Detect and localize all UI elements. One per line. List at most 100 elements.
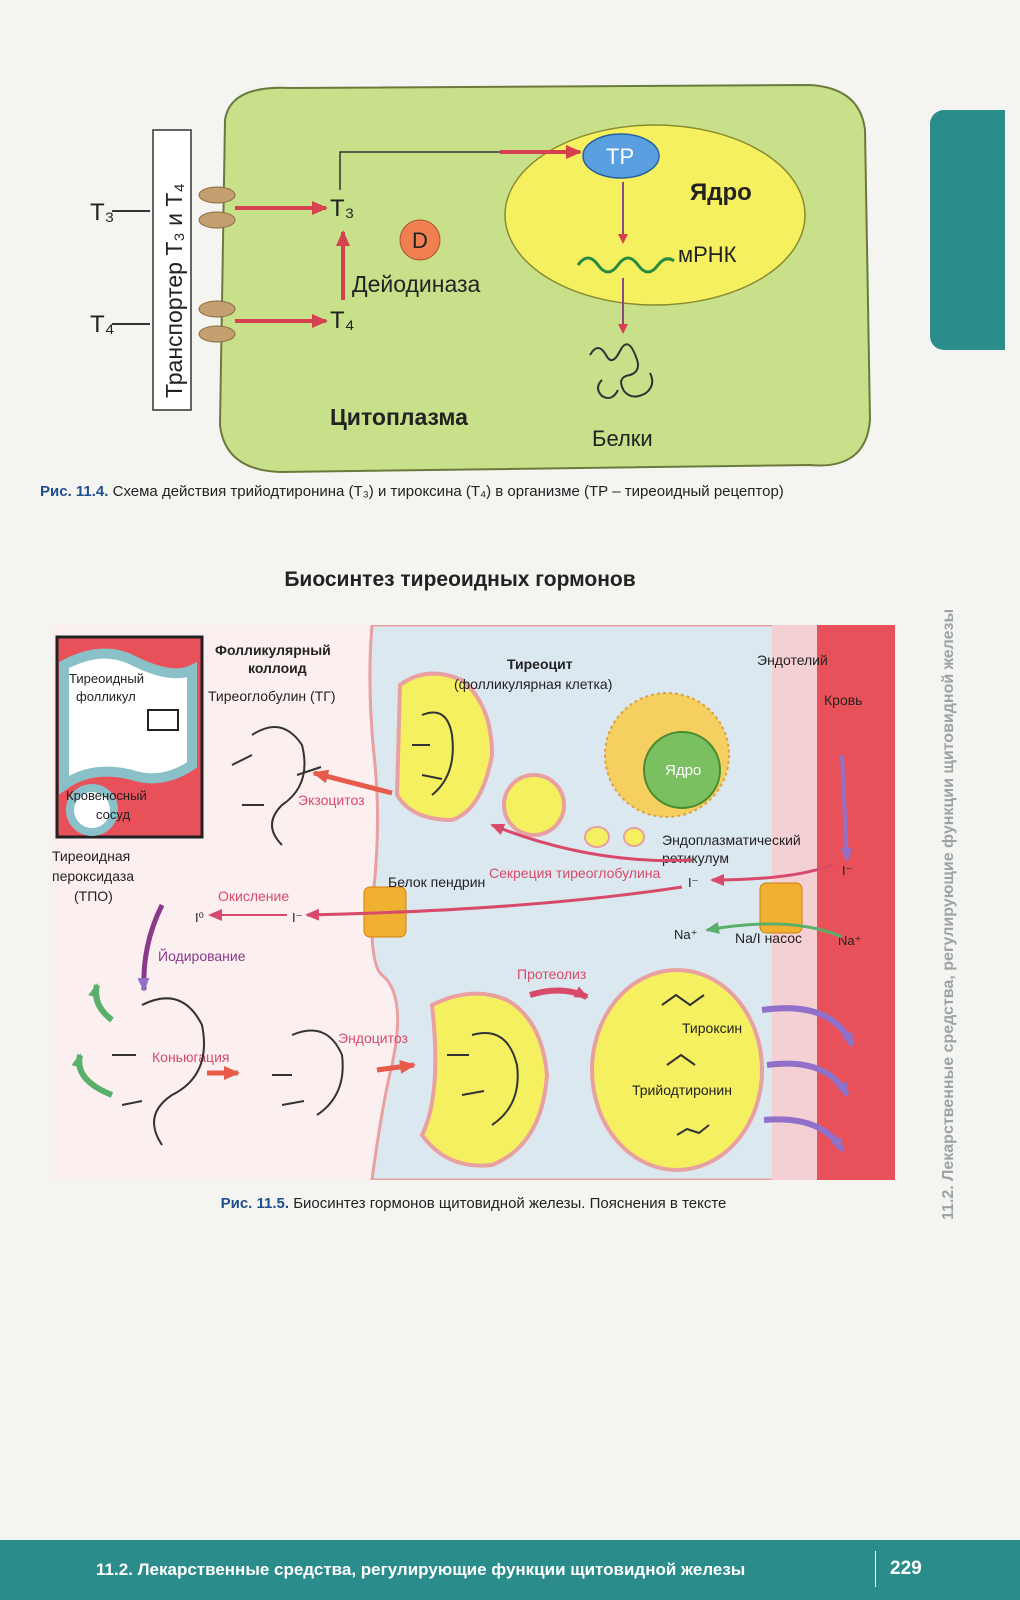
arrow-exocytosis (312, 769, 393, 796)
triiodothyronine-label: Трийодтиронин (632, 1082, 732, 1098)
transporter-t3-bottom (198, 211, 236, 229)
thyrocyte-nucleus-label: Ядро (665, 762, 701, 779)
na-i-pump (759, 882, 803, 934)
caption-11-4: Рис. 11.4. Схема действия трийодтиронина… (40, 483, 784, 500)
footer-separator (875, 1551, 876, 1587)
exocytosis-vesicle (394, 671, 495, 823)
arrow-tg-secretion (490, 823, 693, 863)
cell-body (218, 83, 872, 474)
colloid-label-1: Фолликулярный (215, 642, 331, 658)
tg-molecule-colloid (231, 726, 322, 846)
tg-molecule-conjugated (272, 1029, 344, 1116)
i-minus-cell-label: I⁻ (688, 875, 698, 890)
arrow-iodination (137, 903, 165, 992)
deiodinase-circle (399, 219, 441, 261)
na-out-label: Na⁺ (674, 927, 697, 942)
inset-follicle-label-2: фолликул (76, 689, 136, 704)
i-minus-colloid-label: I⁻ (292, 910, 302, 925)
small-vesicle (502, 773, 566, 837)
arrow-hormone-release-2 (766, 1060, 850, 1097)
na-in-label: Na⁺ (838, 933, 861, 948)
thyroglobulin-label: Тиреоглобулин (ТГ) (208, 688, 336, 704)
t4-inside-label: T₄ (330, 307, 354, 334)
side-running-title: 11.2. Лекарственные средства, регулирующ… (940, 608, 957, 1220)
iodination-label: Йодирование (158, 947, 246, 964)
exocytosis-label: Экзоцитоз (298, 792, 365, 808)
transporter-t4-top (198, 300, 236, 318)
figure-11-4: Транспортер T₃ и T₄ T₃ T₄ T₃ T₄ D Дейоди… (90, 83, 872, 474)
arrow-iodide-entry (710, 863, 833, 886)
arrow-hormone-release-3 (763, 1116, 845, 1152)
hormone-molecules (661, 993, 710, 1136)
arrow-na-out (705, 922, 843, 939)
blood-vessel (817, 625, 895, 1180)
t4-outside-label: T₄ (90, 311, 114, 338)
cytoplasm-label: Цитоплазма (330, 404, 468, 430)
t3-outside-label: T₃ (90, 199, 114, 226)
arrow-blood-iodide (840, 754, 853, 862)
mrna-label: мРНК (678, 242, 737, 267)
t3-inside-label: T₃ (330, 195, 354, 222)
transporter-label: Транспортер T₃ и T₄ (161, 183, 187, 398)
arrow-hormone-release-1 (761, 1005, 855, 1047)
mrna-strand (576, 256, 675, 274)
inset-vessel-label-1: Кровеносный (66, 788, 147, 803)
transporter-t3-top (198, 186, 236, 204)
nucleus (504, 124, 806, 306)
colloid-label-2: коллоид (248, 660, 307, 676)
conjugation-label: Коньюгация (152, 1049, 229, 1065)
tr-label: ТР (606, 144, 634, 169)
inset-follicle-label-1: Тиреоидный (69, 671, 144, 686)
caption-11-4-label: Рис. 11.4. (40, 483, 109, 500)
oxidation-label: Окисление (218, 888, 289, 904)
i0-label: I⁰ (195, 910, 204, 925)
er-label-1: Эндоплазматический (662, 832, 801, 848)
caption-11-5: Рис. 11.5. Биосинтез гормонов щитовидной… (52, 1195, 895, 1212)
endothelium-label: Эндотелий (757, 652, 828, 668)
tr-receptor (582, 133, 660, 179)
follicular-cell-label: (фолликулярная клетка) (454, 676, 612, 692)
tpo-label-1: Тиреоидная (52, 848, 130, 864)
arrow-green-1 (88, 983, 114, 1023)
page-number: 229 (890, 1558, 922, 1579)
d-symbol: D (412, 228, 428, 253)
nucleus-label: Ядро (690, 179, 752, 206)
footer-bar (0, 1540, 1020, 1600)
inset-zoom-box (147, 709, 179, 731)
tg-molecule-vesicle (412, 711, 454, 796)
i-minus-blood-label: I⁻ (842, 863, 852, 878)
deiodinase-label: Дейодиназа (352, 271, 481, 297)
thyrocyte-label: Тиреоцит (507, 656, 573, 672)
chapter-tab (930, 110, 1005, 350)
arrow-iodide-pendrin (305, 885, 683, 921)
figure-11-5: Ядро Тиреоидный фолликул Кровеносный сос… (52, 625, 895, 1180)
inset-vessel-label-2: сосуд (96, 807, 130, 822)
endocytosis-vesicle (419, 991, 550, 1168)
thyroxine-label: Тироксин (682, 1020, 742, 1036)
blood-label: Кровь (824, 692, 862, 708)
tg-secretion-label: Секреция тиреоглобулина (489, 865, 661, 881)
tg-molecule-endocytosed (447, 1032, 519, 1126)
caption-11-5-label: Рис. 11.5. (220, 1195, 290, 1212)
tg-molecule-iodinated (112, 997, 205, 1146)
er-vesicle-1 (584, 826, 610, 848)
arrow-proteolysis (529, 986, 589, 1000)
na-pump-label: Na/I насос (735, 930, 802, 946)
section-title: Биосинтез тиреоидных гормонов (284, 568, 636, 591)
arrow-green-2 (71, 1053, 114, 1098)
er-label-2: ретикулум (662, 850, 729, 866)
transporter-t4-bottom (198, 325, 236, 343)
proteolysis-vesicle (590, 968, 764, 1172)
caption-11-5-text: Биосинтез гормонов щитовидной железы. По… (293, 1195, 727, 1212)
tpo-label-2: пероксидаза (52, 868, 134, 884)
transporter-box (152, 129, 192, 411)
endocytosis-label: Эндоцитоз (338, 1030, 408, 1046)
thyrocyte-nucleus (643, 731, 721, 809)
proteolysis-label: Протеолиз (517, 966, 586, 982)
pendrin-label: Белок пендрин (388, 874, 485, 890)
proteins-label: Белки (592, 426, 653, 451)
footer-title: 11.2. Лекарственные средства, регулирующ… (96, 1560, 746, 1579)
caption-11-4-text: Схема действия трийодтиронина (T₃) и тир… (112, 483, 784, 500)
proteins-squiggle (589, 343, 654, 399)
